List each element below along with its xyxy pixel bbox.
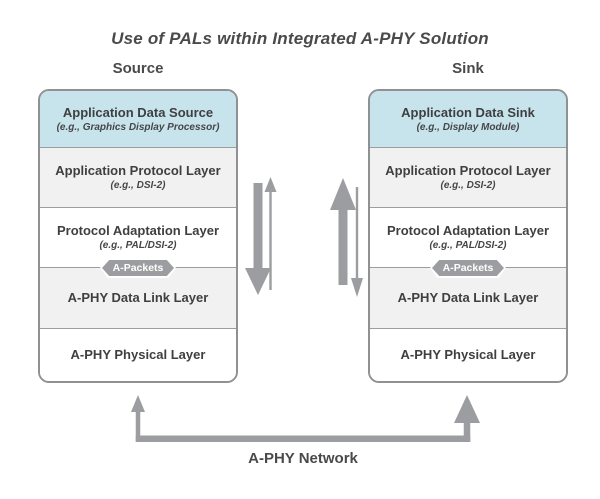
layer-title: Application Protocol Layer — [55, 163, 221, 178]
a-packets-badge-hexagon: A-Packets — [102, 260, 174, 276]
diagram-title: Use of PALs within Integrated A-PHY Solu… — [111, 29, 489, 48]
a-packets-badge-label: A-Packets — [112, 262, 164, 274]
layer-subtitle: (e.g., PAL/DSI-2) — [429, 240, 507, 251]
sink-uplink-arrow-icon — [330, 178, 356, 285]
layer-protocol-adaptation: Protocol Adaptation Layer (e.g., PAL/DSI… — [370, 207, 566, 267]
layer-title: Protocol Adaptation Layer — [56, 223, 220, 238]
a-packets-badge-label: A-Packets — [442, 262, 494, 274]
sink-downlink-arrow-icon — [351, 187, 363, 297]
stack-flow-arrows — [245, 177, 363, 297]
layer-subtitle: (e.g., DSI-2) — [110, 180, 166, 191]
column-heading-sink: Sink — [452, 60, 484, 77]
a-packets-badge-hexagon: A-Packets — [432, 260, 504, 276]
layer-title: A-PHY Physical Layer — [70, 347, 206, 362]
layer-title: Application Data Source — [62, 104, 214, 120]
layer-subtitle: (e.g., Display Module) — [416, 121, 520, 133]
layer-aphy-physical: A-PHY Physical Layer — [370, 328, 566, 381]
layer-title: Application Data Sink — [401, 104, 535, 120]
source-stack: Application Data Source (e.g., Graphics … — [38, 89, 238, 383]
source-uplink-arrow-icon — [264, 177, 277, 290]
layer-title: Application Protocol Layer — [385, 163, 551, 178]
network-connector-left-arrow-icon — [131, 395, 145, 442]
a-packets-badge: A-Packets — [100, 258, 176, 278]
network-connector-right-arrow-icon — [454, 395, 480, 442]
layer-aphy-physical: A-PHY Physical Layer — [40, 328, 236, 381]
source-downlink-arrow-icon — [245, 183, 271, 295]
layer-application-data-source: Application Data Source (e.g., Graphics … — [40, 91, 236, 147]
layer-title: A-PHY Data Link Layer — [67, 290, 209, 305]
layer-title: Protocol Adaptation Layer — [386, 223, 550, 238]
network-label: A-PHY Network — [248, 450, 358, 467]
layer-application-protocol: Application Protocol Layer (e.g., DSI-2) — [370, 147, 566, 207]
column-heading-source: Source — [112, 60, 164, 77]
layer-title: A-PHY Physical Layer — [400, 347, 536, 362]
network-connector-arrow — [131, 395, 480, 442]
sink-stack: Application Data Sink (e.g., Display Mod… — [368, 89, 568, 383]
layer-title: A-PHY Data Link Layer — [397, 290, 539, 305]
a-packets-badge: A-Packets — [430, 258, 506, 278]
layer-protocol-adaptation: Protocol Adaptation Layer (e.g., PAL/DSI… — [40, 207, 236, 267]
layer-subtitle: (e.g., DSI-2) — [440, 180, 496, 191]
network-connector-bar — [135, 435, 471, 442]
layer-subtitle: (e.g., PAL/DSI-2) — [99, 240, 177, 251]
layer-subtitle: (e.g., Graphics Display Processor) — [56, 121, 220, 133]
layer-application-protocol: Application Protocol Layer (e.g., DSI-2) — [40, 147, 236, 207]
layer-application-data-sink: Application Data Sink (e.g., Display Mod… — [370, 91, 566, 147]
